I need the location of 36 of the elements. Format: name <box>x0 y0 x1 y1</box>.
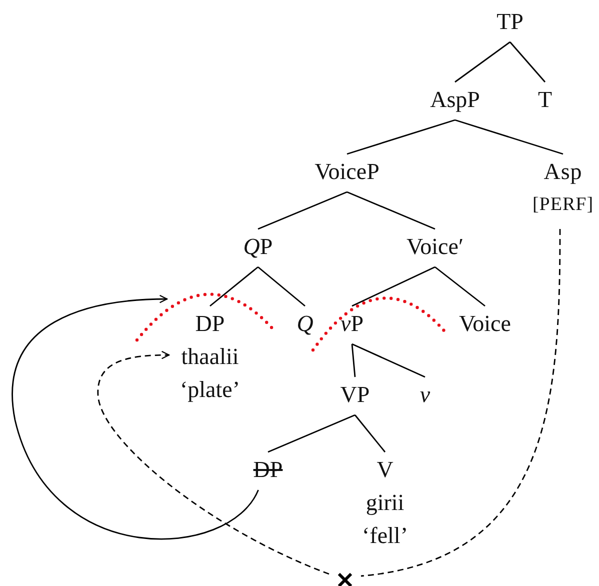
tree-branch <box>258 266 306 307</box>
category-label: DP <box>194 310 226 338</box>
tree-label: Q <box>294 305 316 342</box>
tree-branch <box>210 266 258 307</box>
tree-branch <box>351 344 356 378</box>
tree-label: VoiceP <box>312 153 382 190</box>
gloss: ‘plate’ <box>180 376 240 404</box>
category-label: V <box>376 456 394 484</box>
tree-label: QP <box>240 228 276 265</box>
tree-branch <box>454 41 510 83</box>
tree-label: TP <box>494 3 526 40</box>
tree-label: Voice <box>456 305 514 342</box>
tree-label: VP <box>337 376 373 413</box>
tree-branch <box>268 414 356 453</box>
tree-label: Voice′ <box>404 228 466 265</box>
word-form: girii <box>364 489 406 517</box>
movement-arrow <box>12 295 259 540</box>
tree-branch <box>346 191 436 230</box>
trace-label: DP <box>250 451 286 488</box>
movement-arrow <box>97 350 330 575</box>
tree-branch <box>346 119 456 155</box>
gloss: ‘fell’ <box>362 522 408 550</box>
tree-branch <box>354 414 386 452</box>
tree-branch <box>434 266 486 307</box>
tree-label: T <box>534 81 556 118</box>
feature-label: [PERF] <box>532 193 594 217</box>
tree-branch <box>454 119 564 155</box>
tree-branch <box>258 191 348 230</box>
tree-branch <box>352 343 426 378</box>
tree-label: vP <box>338 305 366 342</box>
category-label: Asp <box>542 158 584 186</box>
tree-label: v <box>416 376 434 413</box>
tree-branch <box>509 42 546 82</box>
tree-branch <box>352 266 436 307</box>
tree-label: AspP <box>427 81 483 118</box>
word-form: thaalii <box>180 343 240 371</box>
